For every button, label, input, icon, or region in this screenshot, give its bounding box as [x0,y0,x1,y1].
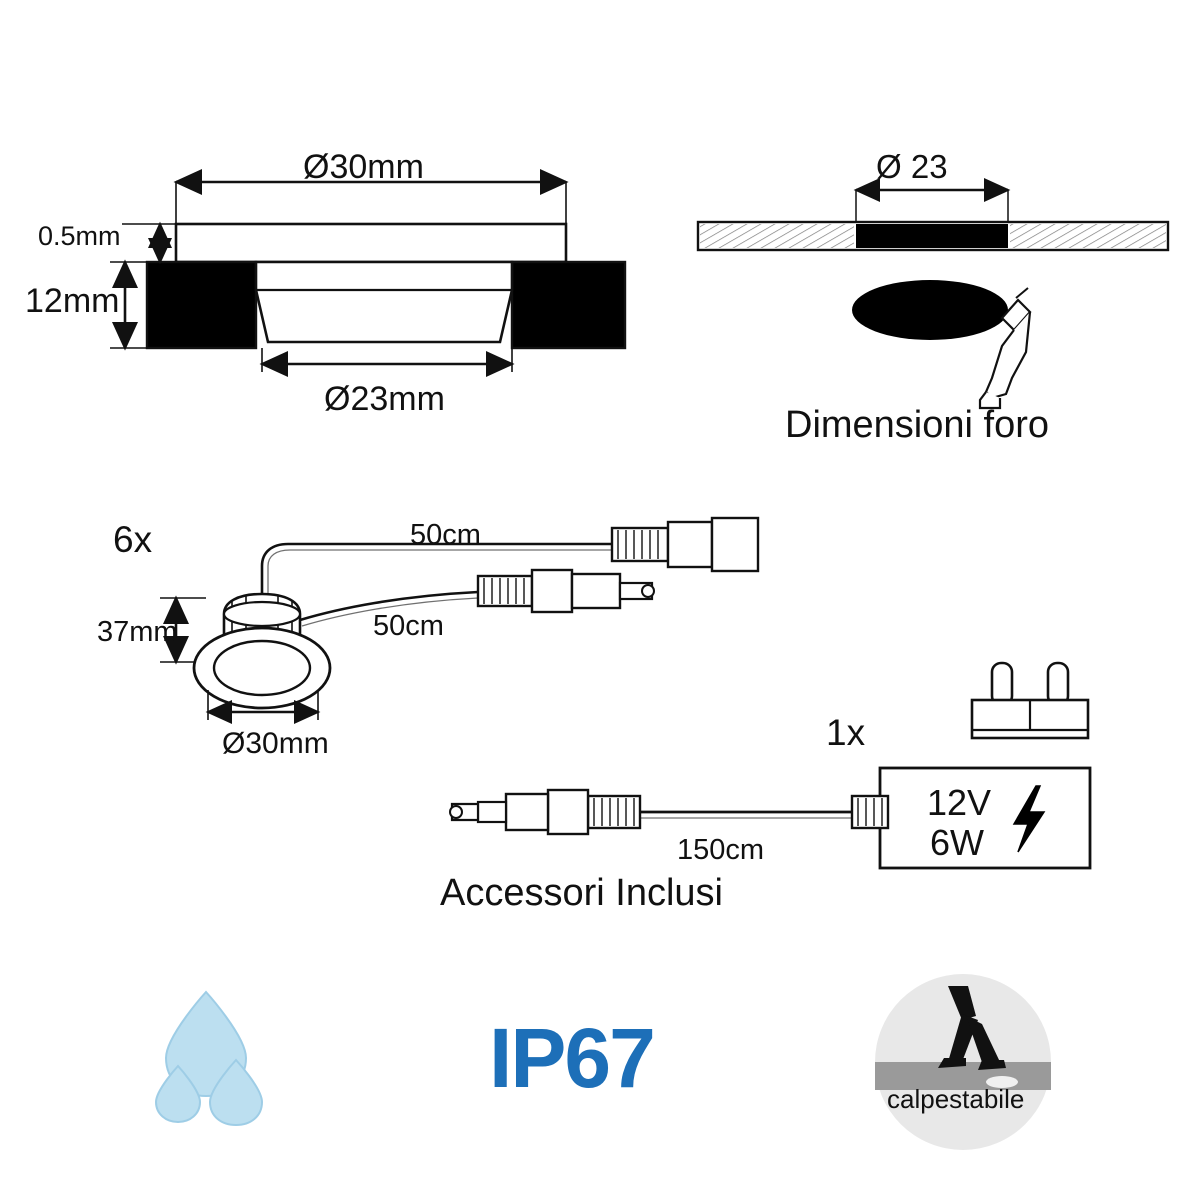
connector-upper [610,516,760,573]
label-accessories-title: Accessori Inclusi [440,872,723,914]
lightning-bolt-icon [1012,785,1046,853]
label-driver-quantity: 1x [826,712,866,753]
label-flange-thickness: 0.5mm [38,221,121,251]
driver-group [449,661,1092,870]
label-ip-rating: IP67 [489,1011,656,1105]
hole-ellipse [852,280,1008,340]
label-cable-upper: 50cm [410,519,481,551]
label-inner-diameter: Ø23mm [324,380,445,418]
flange-outline [174,222,568,264]
section-view-group [110,169,627,377]
reflector-outline [254,260,514,344]
walkable-person-icon [938,986,1006,1070]
label-outer-diameter: Ø30mm [303,148,424,186]
body-left-block [145,260,258,350]
label-driver-voltage: 12V [927,782,992,823]
label-hole-diameter: Ø 23 [876,148,948,185]
label-hole-title: Dimensioni foro [785,404,1049,446]
panel-hole-section [856,224,1008,248]
label-spot-depth: 37mm [97,616,178,648]
hole-saw-icon [978,287,1032,410]
label-spot-quantity: 6x [113,519,153,560]
driver-body [878,766,1092,870]
label-walkable: calpestabile [887,1084,1025,1114]
label-face-diameter: Ø30mm [222,727,329,760]
panel-hatch-left [700,224,854,248]
spot-cable-upper [260,542,612,594]
walkable-spot-glow [986,1076,1018,1088]
water-drops-icon [154,990,264,1127]
connector-lower [476,568,655,614]
walkable-badge [875,974,1051,1150]
spot-assembly-group [160,516,760,724]
hole-dimensions-group [696,178,1170,410]
label-driver-power: 6W [930,822,984,863]
spot-cable-lower [299,590,600,622]
body-right-block [510,260,627,350]
spot-face-inner [212,639,312,697]
driver-connector [449,788,890,836]
label-cable-lower: 50cm [373,610,444,642]
label-body-height: 12mm [25,282,120,320]
label-driver-cable-length: 150cm [677,834,765,866]
panel-hatch-right [1010,224,1166,248]
